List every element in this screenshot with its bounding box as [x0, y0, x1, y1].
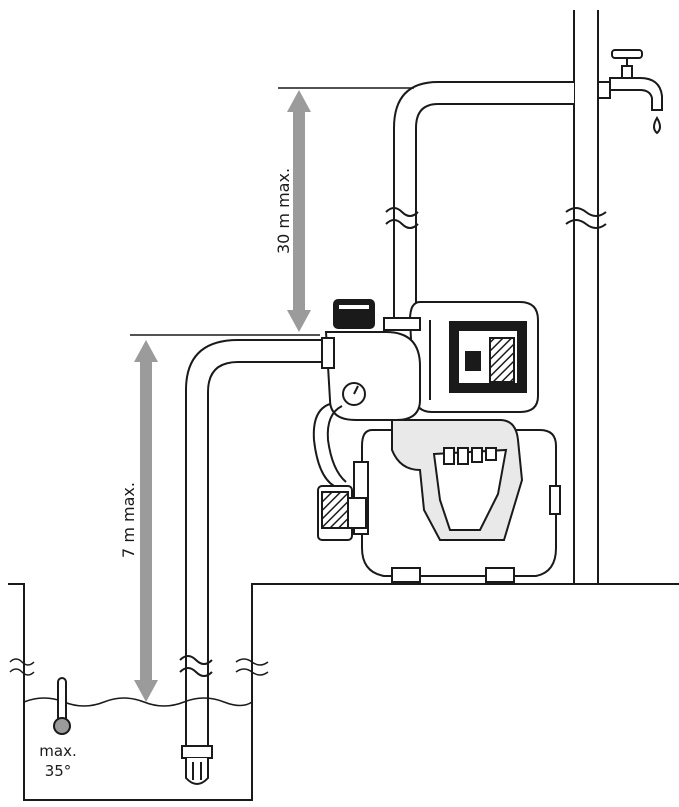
booster-pump-icon	[312, 299, 561, 583]
wall-pipe	[565, 10, 607, 584]
discharge-height-arrow	[287, 90, 311, 332]
faucet-icon	[597, 49, 663, 135]
discharge-pipe	[385, 81, 574, 319]
suction-depth-arrow	[134, 340, 158, 702]
temperature-label-line1: max.	[39, 742, 76, 760]
discharge-height-label: 30 m max.	[274, 168, 293, 254]
temperature-label-line2: 35°	[45, 762, 72, 780]
height-reference-lines	[130, 87, 414, 336]
suction-pipe	[179, 339, 326, 751]
thermometer-icon	[53, 677, 71, 735]
ground-outline	[8, 583, 679, 801]
suction-depth-label: 7 m max.	[119, 482, 138, 558]
foot-valve-icon	[181, 745, 213, 785]
